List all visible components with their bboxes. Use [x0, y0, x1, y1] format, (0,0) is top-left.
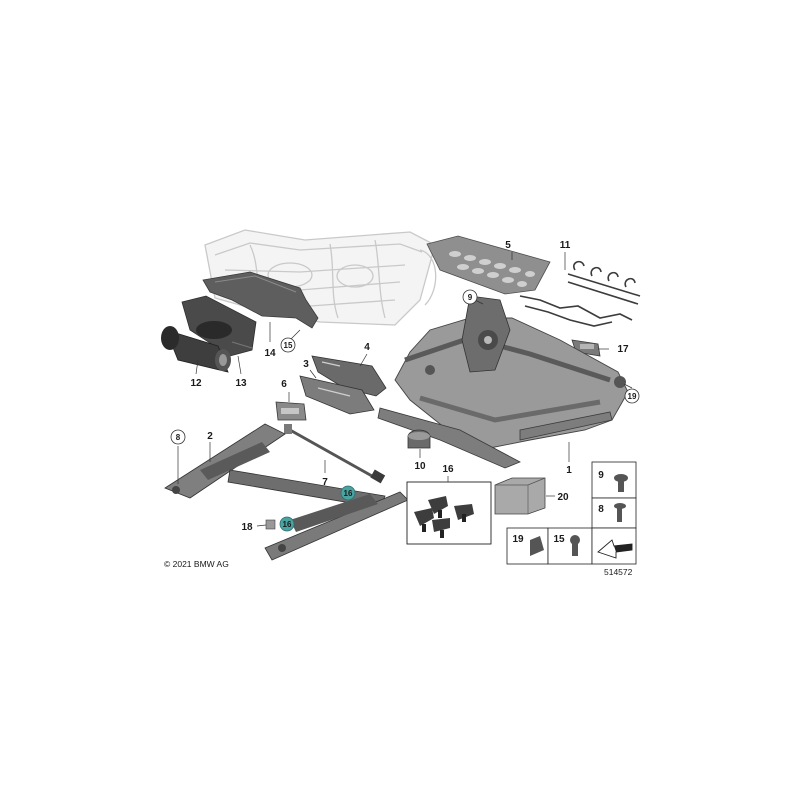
callout-part-10[interactable]: 10	[414, 461, 426, 472]
page-arrow-icon	[597, 539, 633, 559]
callout-part-19b[interactable]: 19	[512, 534, 524, 545]
callout-part-20[interactable]: 20	[557, 492, 569, 503]
callout-part-19a: 19	[628, 392, 637, 401]
part-6-plate	[275, 401, 307, 421]
callout-part-14[interactable]: 14	[264, 348, 276, 359]
callout-part-9b[interactable]: 9	[598, 470, 604, 481]
callout-part-16b: 16	[344, 489, 353, 498]
part-14-side-trim	[202, 271, 319, 329]
copyright: © 2021 BMW AG	[164, 559, 229, 569]
part-2-left-rail	[164, 423, 409, 561]
part-3-4-brackets	[299, 355, 387, 415]
part-11-springs	[519, 260, 641, 327]
callout-part-7[interactable]: 7	[322, 477, 328, 488]
part-13-cover	[181, 295, 257, 357]
part-18-clip	[265, 519, 276, 530]
part-5-seat-pan	[426, 235, 551, 295]
callout-part-2[interactable]: 2	[207, 431, 213, 442]
callout-part-3[interactable]: 3	[303, 359, 309, 370]
callout-part-15a: 15	[284, 341, 293, 350]
callout-part-8a: 8	[176, 433, 181, 442]
callouts: 5 11 9 17 19 1 20 10 16 4 3 6 7 2 8 16 1…	[170, 240, 640, 545]
callout-part-11[interactable]: 11	[560, 240, 571, 251]
callout-circle-16c[interactable]	[279, 516, 295, 532]
callout-part-1[interactable]: 1	[566, 465, 572, 476]
callout-part-17[interactable]: 17	[617, 344, 629, 355]
callout-circle-16b[interactable]	[340, 485, 356, 501]
part-16-box	[406, 481, 492, 545]
part-1-seat-frame	[377, 295, 629, 469]
hardware-grid	[506, 461, 637, 565]
callout-circle-9a[interactable]	[462, 289, 478, 305]
callout-part-4[interactable]: 4	[364, 342, 370, 353]
part-12-cylinder	[161, 326, 231, 373]
part-10-cap	[407, 429, 431, 449]
callout-part-9a: 9	[468, 293, 473, 302]
image-number: 514572	[604, 567, 633, 577]
callout-part-16c: 16	[283, 520, 292, 529]
callout-part-13[interactable]: 13	[235, 378, 247, 389]
callout-part-8b[interactable]: 8	[598, 504, 604, 515]
callout-part-16-box[interactable]: 16	[442, 464, 454, 475]
callout-part-12[interactable]: 12	[190, 378, 202, 389]
callout-circle-15a[interactable]	[280, 337, 296, 353]
callout-part-5[interactable]: 5	[505, 240, 511, 251]
callout-part-18[interactable]: 18	[241, 522, 253, 533]
callout-circle-8a[interactable]	[170, 429, 186, 445]
callout-part-15b[interactable]: 15	[553, 534, 565, 545]
part-7-rod	[284, 424, 386, 484]
leader-lines	[177, 252, 633, 527]
callout-circle-19a[interactable]	[624, 388, 640, 404]
screw-icons	[530, 474, 628, 556]
callout-part-6[interactable]: 6	[281, 379, 287, 390]
part-20-box	[494, 477, 546, 515]
